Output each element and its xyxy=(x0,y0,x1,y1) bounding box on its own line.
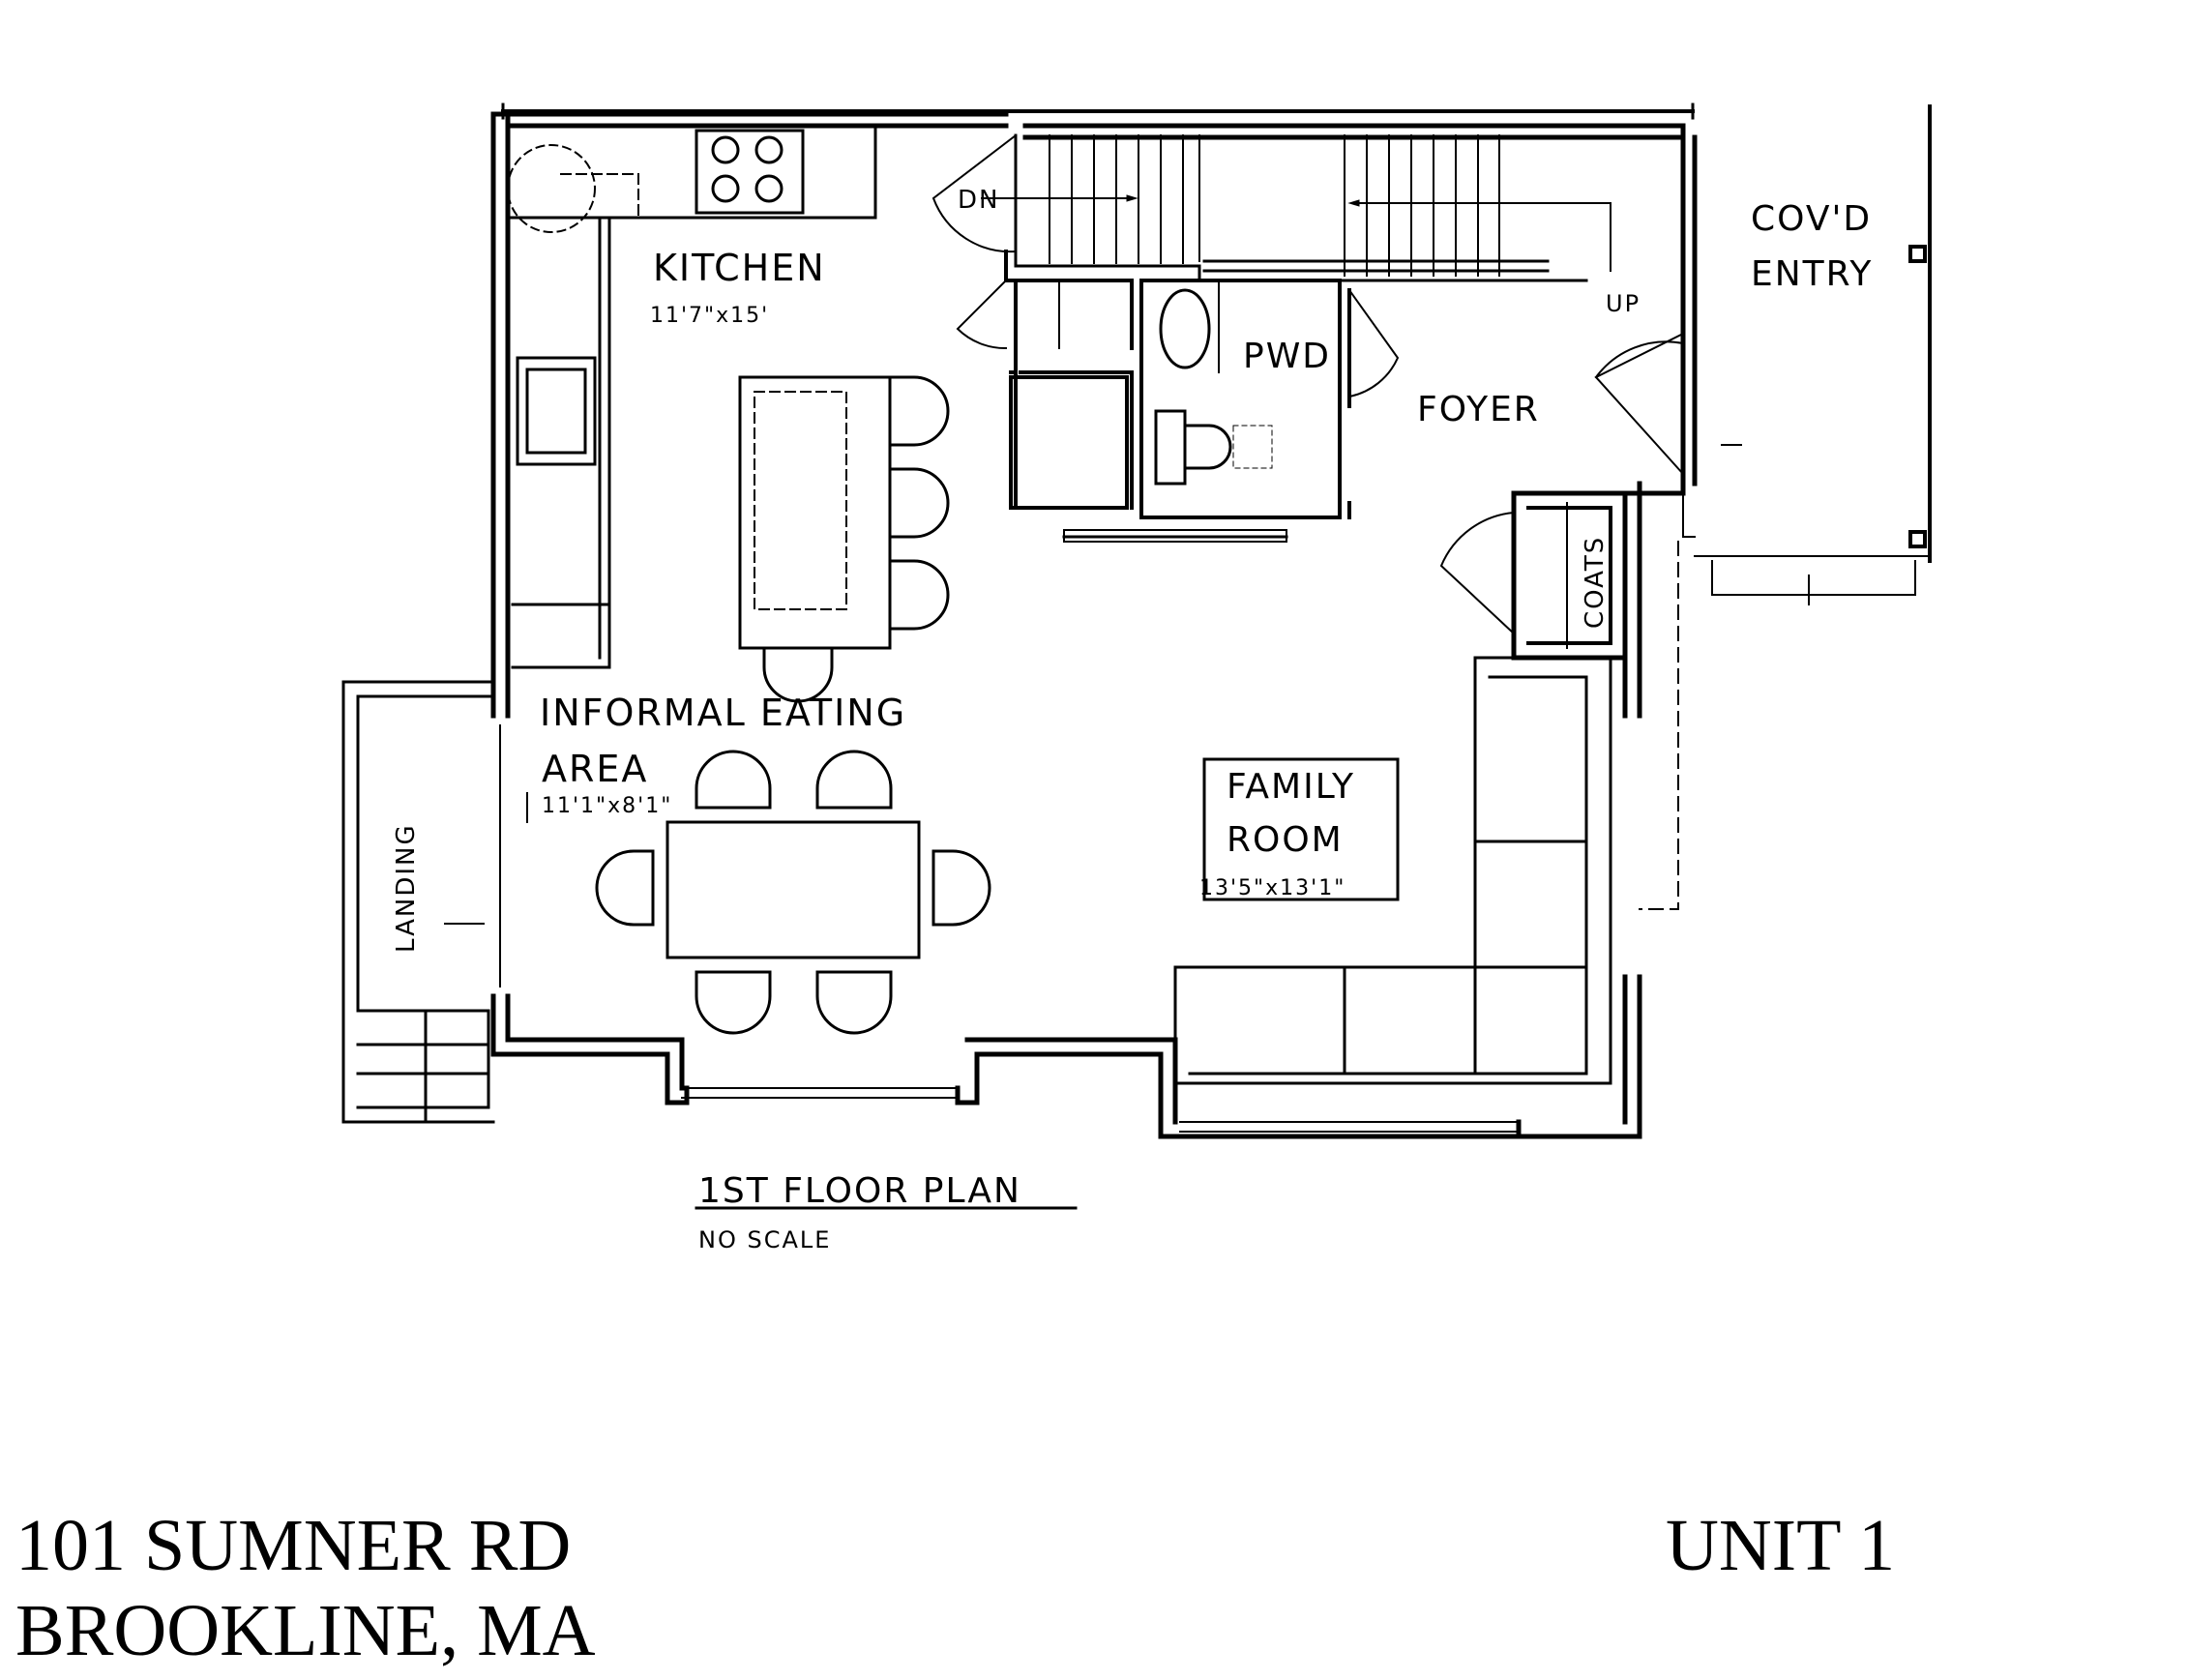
eating-area-label-2: AREA xyxy=(542,748,648,790)
family-room-label-2: ROOM xyxy=(1227,820,1344,860)
kitchen-island xyxy=(738,375,892,650)
foyer-label: FOYER xyxy=(1417,390,1540,429)
address-line-2: BROOKLINE, MA xyxy=(15,1590,596,1671)
family-room-dims: 13'5"x13'1" xyxy=(1199,876,1345,900)
landing-deck xyxy=(341,680,495,1124)
coats-label: COATS xyxy=(1581,536,1610,629)
powder-room-label: PWD xyxy=(1243,337,1331,376)
dining-table xyxy=(665,820,921,959)
landing-label: LANDING xyxy=(392,823,421,953)
eating-area-dims: 11'1"x8'1" xyxy=(542,794,672,818)
covered-entry-label: COV'D xyxy=(1751,199,1872,239)
stairs-up-label: UP xyxy=(1606,290,1641,317)
plan-scale-note: NO SCALE xyxy=(698,1226,831,1253)
family-room-label: FAMILY xyxy=(1227,767,1355,807)
sectional-sofa xyxy=(1173,656,1612,1085)
kitchen-label: KITCHEN xyxy=(653,247,826,289)
staircase xyxy=(1014,133,1588,282)
address-line-1: 101 SUMNER RD xyxy=(15,1505,572,1586)
kitchen-dims: 11'7"x15' xyxy=(650,304,769,328)
unit-label: UNIT 1 xyxy=(1666,1505,1896,1586)
covered-entry-label-2: ENTRY xyxy=(1751,254,1873,294)
eating-area-label: INFORMAL EATING xyxy=(540,692,906,734)
plan-title: 1ST FLOOR PLAN xyxy=(698,1171,1021,1211)
kitchen-counters xyxy=(506,124,877,669)
stairs-down-label: DN xyxy=(958,186,999,215)
